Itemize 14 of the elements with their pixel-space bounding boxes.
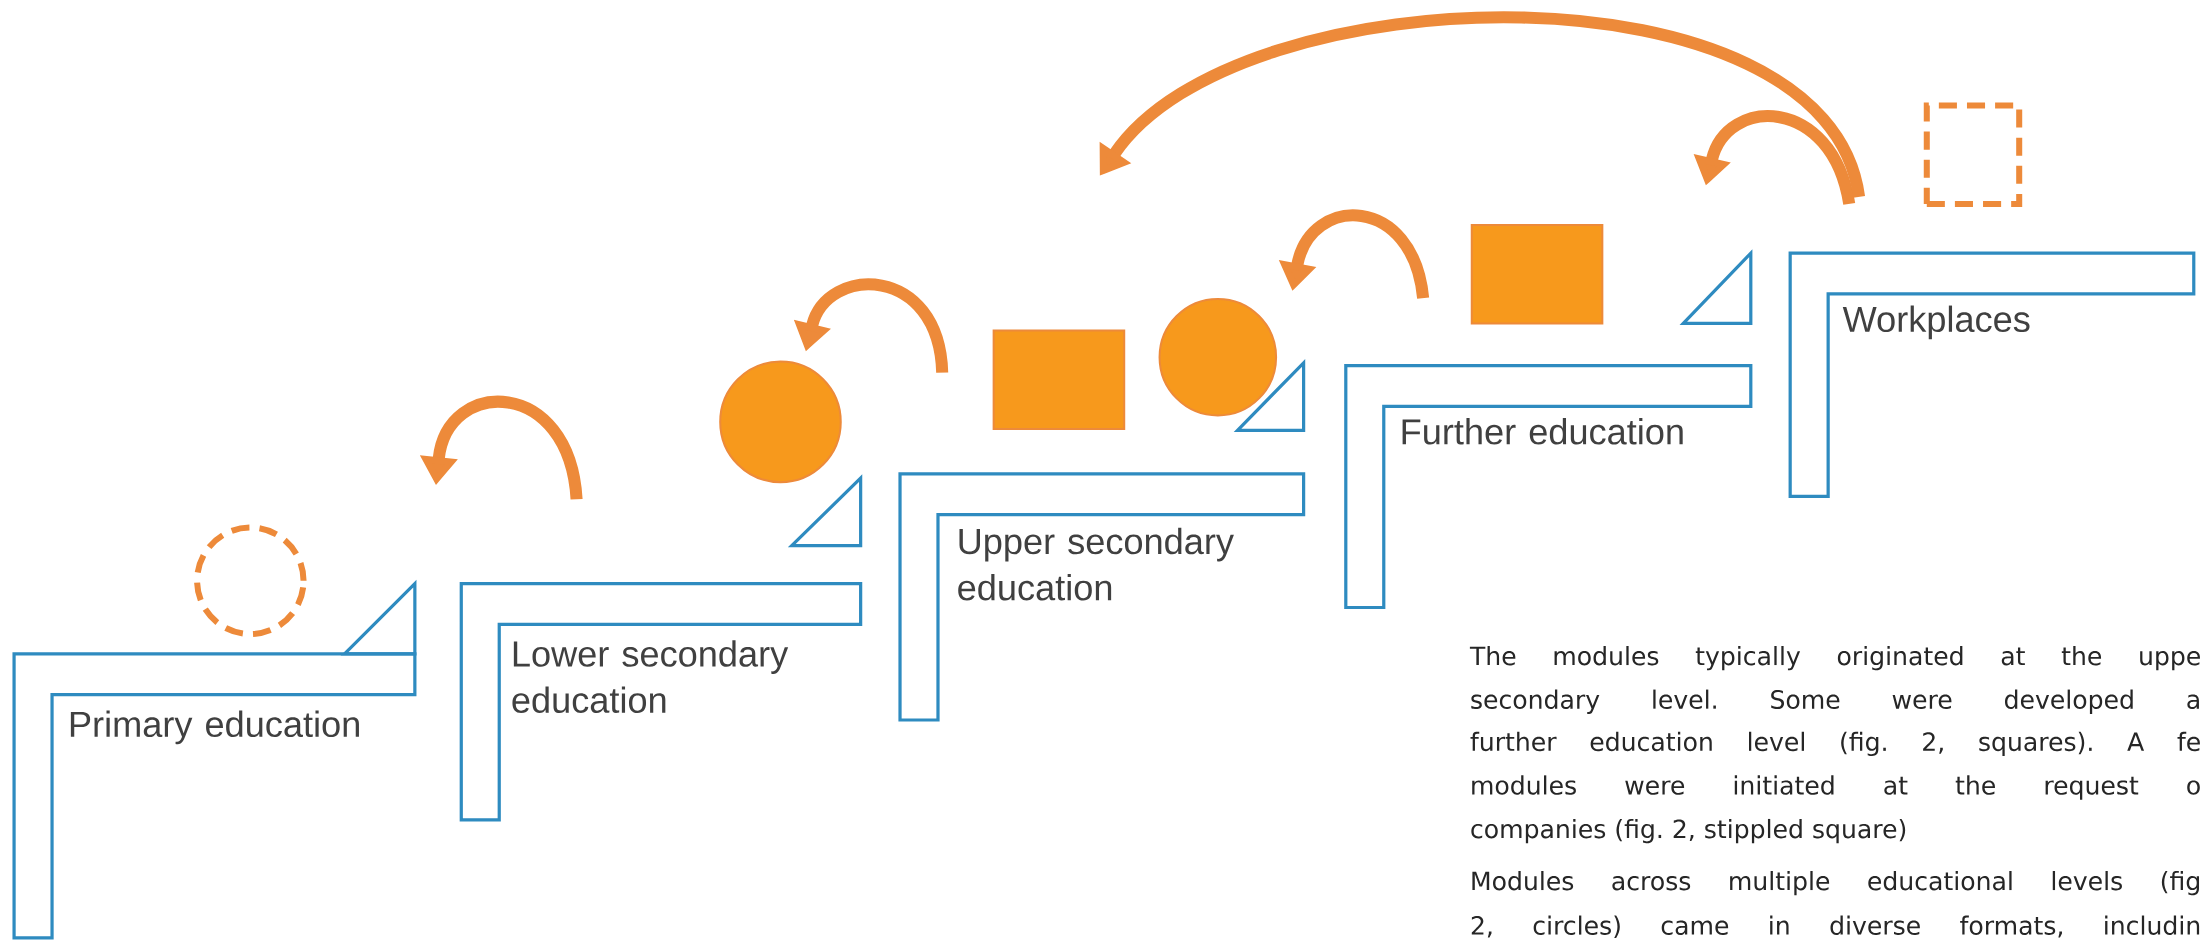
module-circle xyxy=(719,360,842,484)
paragraph-line: secondary level. Some were developed a xyxy=(1471,689,2199,714)
module-square xyxy=(992,329,1126,430)
paragraph-line: modules were initiated at the request o xyxy=(1472,775,2200,800)
paragraph-line: Modules across multiple educational levels (fig xyxy=(1472,870,2199,896)
module-circle xyxy=(1158,297,1278,417)
paragraph-line: further education level (fig. 2, squares). A fe xyxy=(1470,731,2200,756)
step: Primary education xyxy=(12,652,417,940)
paragraph-line: 2, circles) came in diverse formats, includin xyxy=(1471,915,2200,938)
module-square xyxy=(1470,223,1604,325)
module-square xyxy=(1923,102,2023,207)
module-circle xyxy=(194,524,307,637)
paragraph-line: The modules typically originated at the uppe xyxy=(1469,645,2200,671)
paragraph-line: companies (fig. 2, stippled square) xyxy=(1471,818,1906,844)
